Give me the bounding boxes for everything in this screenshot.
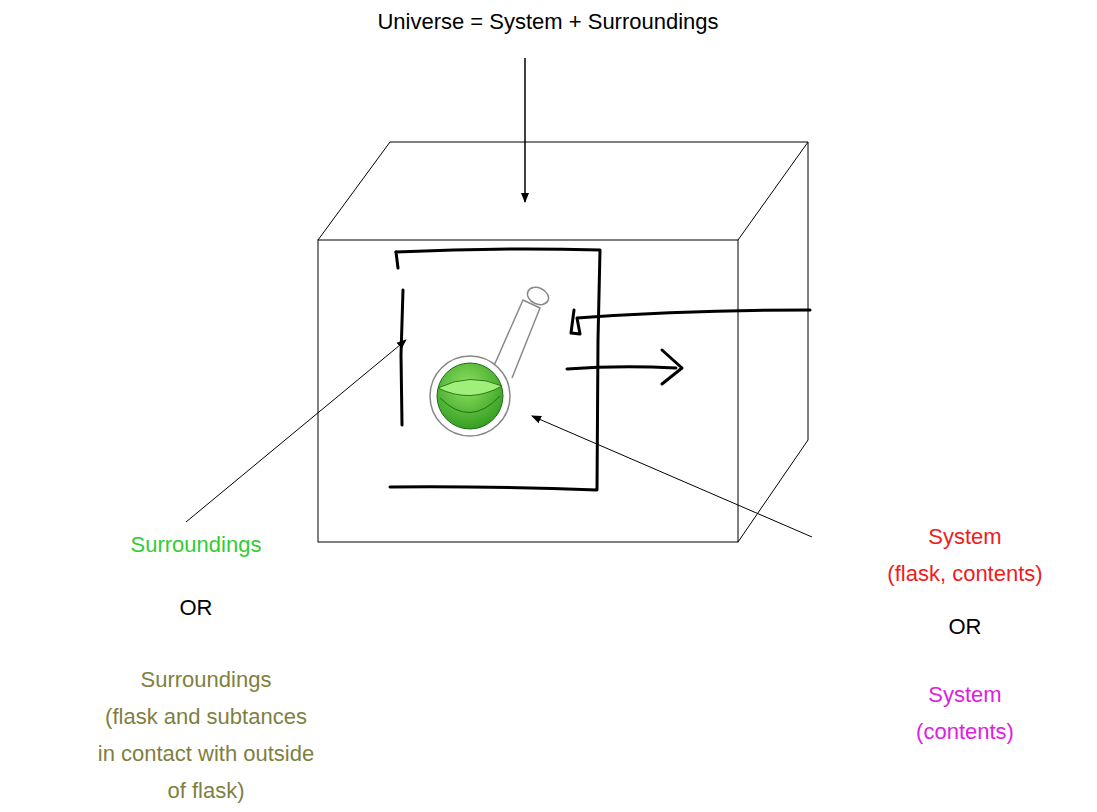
label-line: of flask) xyxy=(98,772,314,809)
system-label: System (flask, contents) xyxy=(887,518,1042,592)
universe-cube xyxy=(318,142,808,542)
label-line: (flask, contents) xyxy=(887,555,1042,592)
or-label: OR xyxy=(949,608,982,645)
flask xyxy=(430,284,551,436)
surroundings-note: Surroundings (flask and subtances in con… xyxy=(98,661,314,809)
label-line: OR xyxy=(949,608,982,645)
pointer-arrow xyxy=(524,58,526,202)
leader-line xyxy=(532,416,812,537)
label-line: System xyxy=(887,518,1042,555)
system-note: System (contents) xyxy=(916,676,1014,750)
label-line: Universe = System + Surroundings xyxy=(377,3,718,40)
surroundings-label: Surroundings xyxy=(131,526,262,563)
label-line: (contents) xyxy=(916,713,1014,750)
label-line: Surroundings xyxy=(98,661,314,698)
label-line: (flask and subtances xyxy=(98,698,314,735)
label-line: OR xyxy=(180,589,213,626)
hand-drawn-boundary xyxy=(390,249,810,490)
diagram-title: Universe = System + Surroundings xyxy=(377,3,718,40)
label-line: System xyxy=(916,676,1014,713)
leader-line xyxy=(186,340,406,522)
label-line: in contact with outside xyxy=(98,735,314,772)
label-line: Surroundings xyxy=(131,526,262,563)
or-label: OR xyxy=(180,589,213,626)
